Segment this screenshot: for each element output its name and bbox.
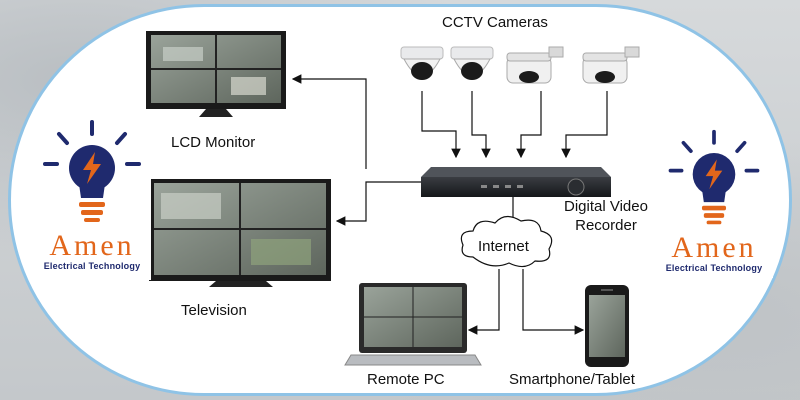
smartphone-label: Smartphone/Tablet [509,371,635,388]
amen-logo-left: Amen Electrical Technology [33,118,151,280]
dvr-icon [421,167,611,197]
dvr-label: Digital Video Recorder [564,198,648,234]
television-icon [149,179,331,287]
camera-connectors [421,91,608,159]
remote-pc-icon [344,283,482,366]
brand-tagline: Electrical Technology [43,261,141,271]
brand-tagline: Electrical Technology [665,263,763,273]
bullet-camera-2-icon [582,46,640,84]
dvr-connectors [291,74,585,335]
cctv-cameras-title: CCTV Cameras [442,14,548,31]
dome-camera-1-icon [400,46,444,80]
lcd-monitor-icon [146,31,286,117]
internet-label: Internet [478,238,529,255]
brand-name: Amen [671,231,757,264]
diagram-canvas [146,31,640,367]
dome-camera-2-icon [450,46,494,80]
lightbulb-icon [668,129,760,225]
lightbulb-icon [43,120,141,222]
remote-pc-label: Remote PC [367,371,445,388]
amen-logo-right: Amen Electrical Technology [655,128,773,278]
internet-cloud-icon [460,215,553,268]
bullet-camera-1-icon [506,46,564,84]
brand-name: Amen [49,229,135,262]
lcd-monitor-label: LCD Monitor [171,134,256,151]
television-label: Television [181,302,247,319]
smartphone-icon [585,285,629,367]
